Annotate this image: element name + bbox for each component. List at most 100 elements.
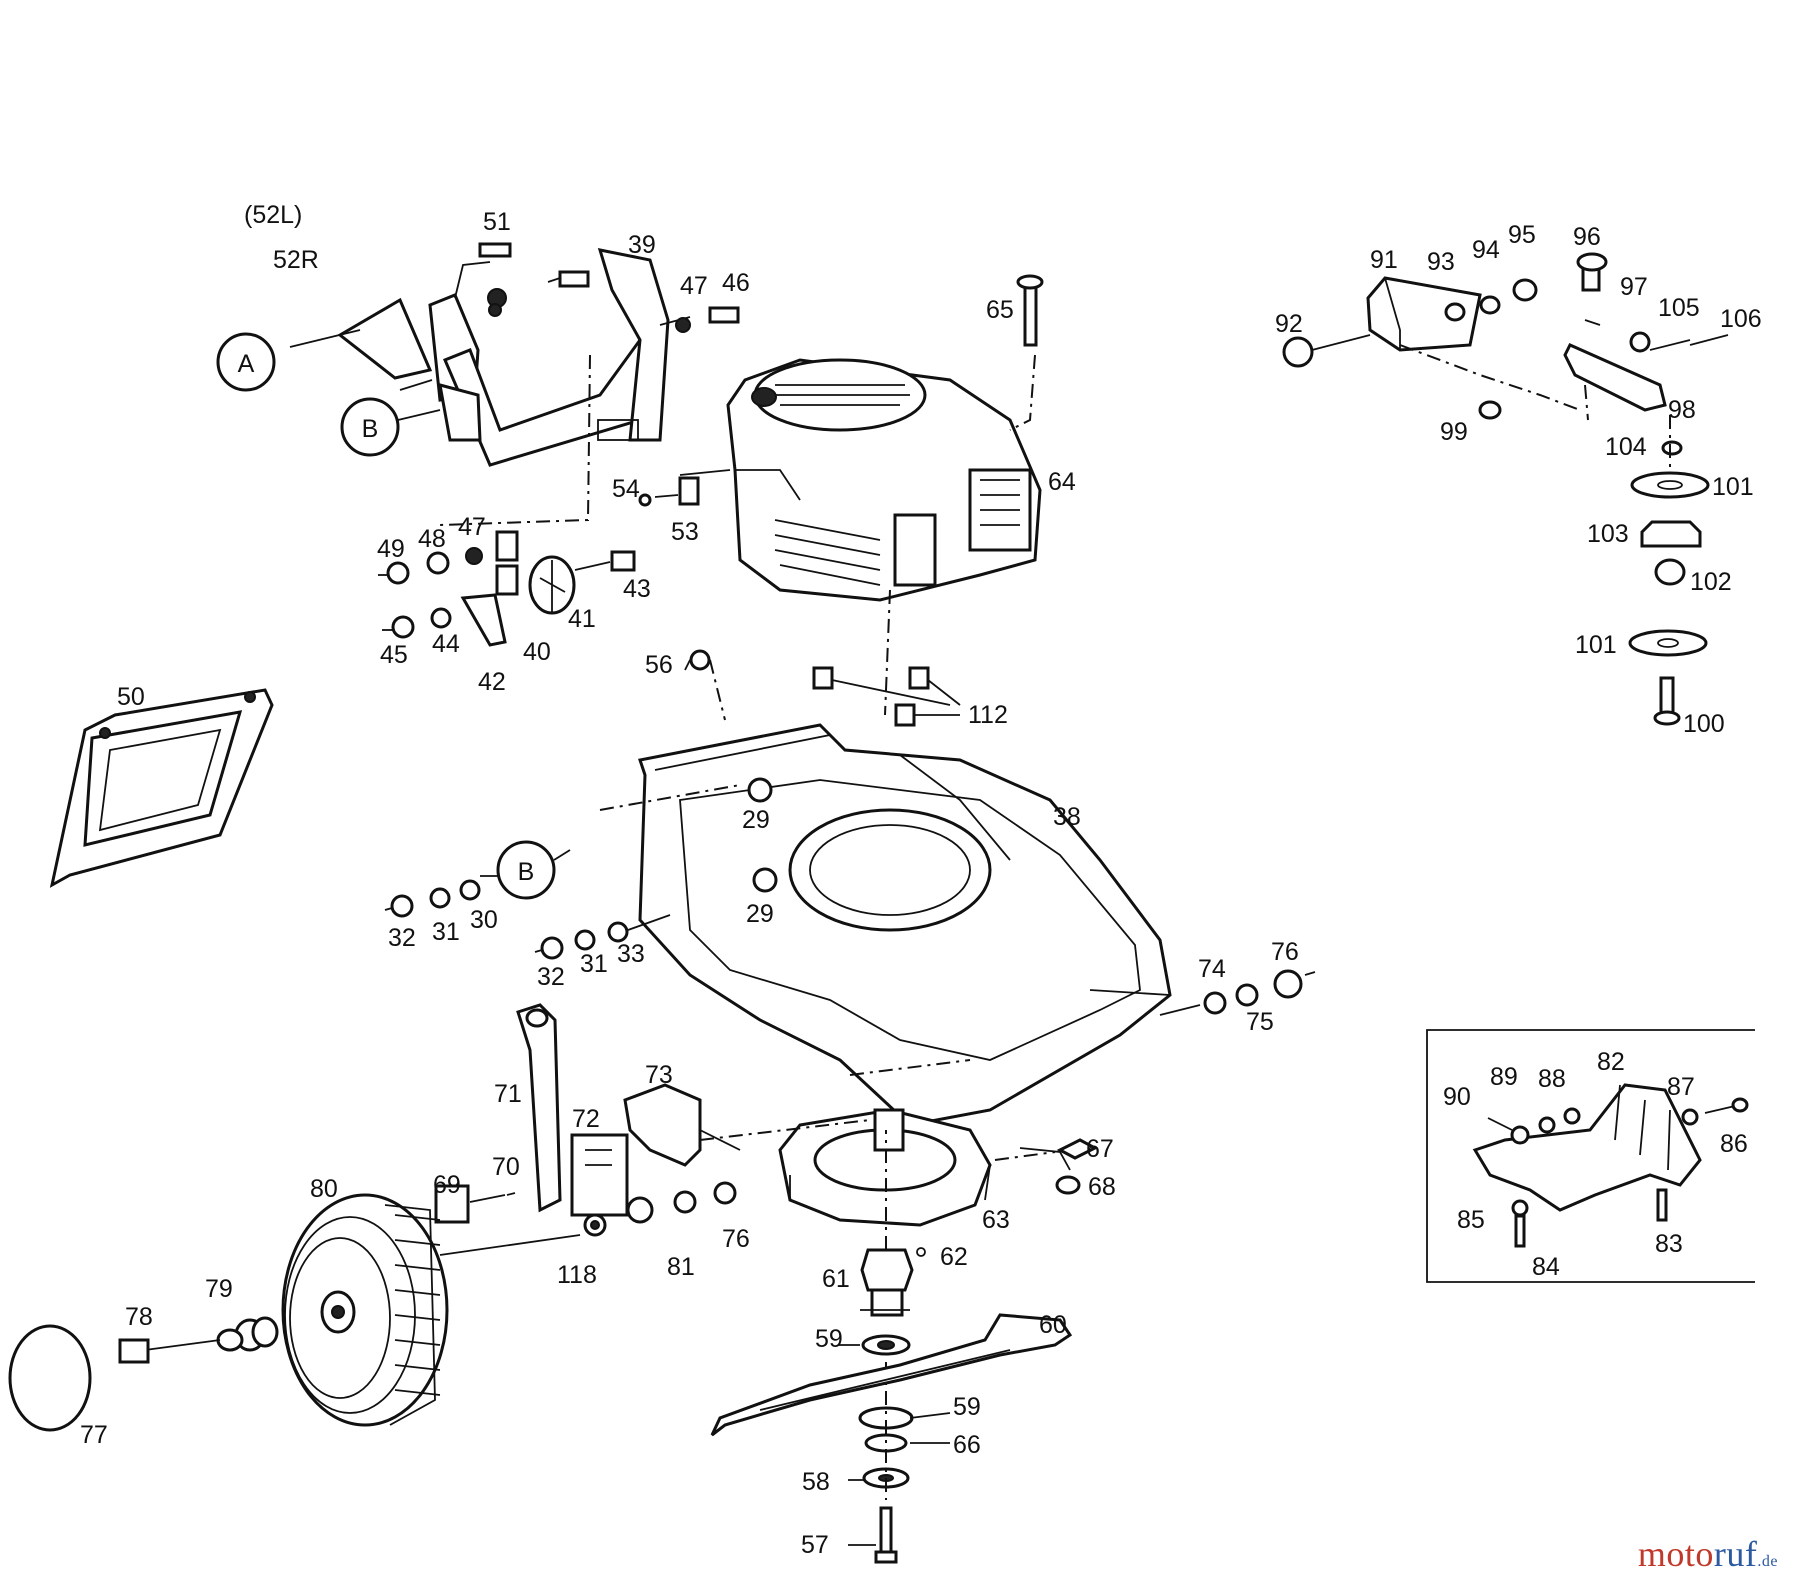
- part-label: 87: [1667, 1073, 1695, 1101]
- part-label: 66: [953, 1431, 981, 1459]
- part-label: 71: [494, 1080, 522, 1108]
- part-label: 83: [1655, 1230, 1683, 1258]
- part-label: 98: [1668, 396, 1696, 424]
- part-label: 88: [1538, 1065, 1566, 1093]
- part-label: 97: [1620, 273, 1648, 301]
- part-label: 94: [1472, 236, 1500, 264]
- blade-housing: [778, 1108, 1099, 1257]
- deck-hardware-left: [384, 879, 671, 960]
- part-label: 59: [815, 1325, 843, 1353]
- part-label: 101: [1712, 473, 1754, 501]
- callout-b-label: B: [518, 858, 535, 886]
- callout-b-label: B: [362, 415, 379, 443]
- part-label: 54: [612, 475, 640, 503]
- part-label: 56: [645, 651, 673, 679]
- part-label: 62: [940, 1243, 968, 1271]
- part-label: 42: [478, 668, 506, 696]
- deck-hardware-right: [1159, 969, 1316, 1016]
- part-label: 39: [628, 231, 656, 259]
- watermark-brand: moto: [1637, 1534, 1714, 1574]
- part-label: 43: [623, 575, 651, 603]
- part-label: 47: [458, 513, 486, 541]
- wheel-axle-parts: [8, 1316, 279, 1432]
- part-label: 89: [1490, 1063, 1518, 1091]
- wheel-height-adjuster: [434, 1003, 871, 1256]
- part-label: 31: [580, 950, 608, 978]
- part-label: 63: [982, 1206, 1010, 1234]
- bracket-hardware: [378, 530, 636, 647]
- mower-deck: [599, 649, 1172, 1127]
- part-label: 70: [492, 1153, 520, 1181]
- watermark-brand-accent: ruf: [1713, 1534, 1758, 1574]
- part-label: 30: [470, 906, 498, 934]
- part-label: 59: [953, 1393, 981, 1421]
- part-label: 52R: [273, 246, 319, 274]
- part-label: 102: [1690, 568, 1732, 596]
- part-label: 90: [1443, 1083, 1471, 1111]
- part-label: 69: [433, 1171, 461, 1199]
- blade: [710, 1313, 1073, 1437]
- part-label: 60: [1039, 1311, 1067, 1339]
- inset-box: [1426, 1029, 1755, 1283]
- part-label: 49: [377, 535, 405, 563]
- part-label: 86: [1720, 1130, 1748, 1158]
- part-label: 93: [1427, 248, 1455, 276]
- bushings-112: [812, 666, 961, 727]
- part-label: 40: [523, 638, 551, 666]
- grass-catcher: [49, 688, 274, 888]
- part-label: 64: [1048, 468, 1076, 496]
- part-label: 45: [380, 641, 408, 669]
- part-label: 65: [986, 296, 1014, 324]
- part-label: 76: [1271, 938, 1299, 966]
- part-label: 33: [617, 940, 645, 968]
- part-label: 77: [80, 1421, 108, 1449]
- watermark-logo: motoruf.de: [1638, 1533, 1778, 1575]
- height-adjuster-right: [1282, 252, 1729, 726]
- part-label: 32: [537, 963, 565, 991]
- part-label: 50: [117, 683, 145, 711]
- part-label: 48: [418, 525, 446, 553]
- part-label: 31: [432, 918, 460, 946]
- part-label: 46: [722, 269, 750, 297]
- part-label: 104: [1605, 433, 1647, 461]
- part-label: 61: [822, 1265, 850, 1293]
- part-label: 95: [1508, 221, 1536, 249]
- rear-wheel: [281, 1193, 449, 1427]
- part-label: 100: [1683, 710, 1725, 738]
- callout-a-label: A: [238, 350, 255, 378]
- part-label: 79: [205, 1275, 233, 1303]
- part-label: 67: [1086, 1135, 1114, 1163]
- variant-label: (52L): [244, 201, 302, 229]
- part-label: 32: [388, 924, 416, 952]
- part-label: 85: [1457, 1206, 1485, 1234]
- part-label: 73: [645, 1061, 673, 1089]
- part-label: 74: [1198, 955, 1226, 983]
- callout-a: A: [216, 332, 276, 392]
- part-label: 57: [801, 1531, 829, 1559]
- part-label: 44: [432, 630, 460, 658]
- part-label: 106: [1720, 305, 1762, 333]
- handle-bracket-assembly: [289, 242, 740, 526]
- part-label: 105: [1658, 294, 1700, 322]
- part-label: 91: [1370, 246, 1398, 274]
- part-label: 82: [1597, 1048, 1625, 1076]
- part-label: 84: [1532, 1253, 1560, 1281]
- callout-b-top: B: [340, 397, 441, 457]
- part-label: 78: [125, 1303, 153, 1331]
- part-label: 75: [1246, 1008, 1274, 1036]
- part-label: 58: [802, 1468, 830, 1496]
- part-label: 29: [742, 806, 770, 834]
- part-label: 103: [1587, 520, 1629, 548]
- part-label: 112: [968, 701, 1008, 729]
- part-label: 99: [1440, 418, 1468, 446]
- callout-b-deck: B: [480, 840, 571, 900]
- part-label: 92: [1275, 310, 1303, 338]
- part-label: 68: [1088, 1173, 1116, 1201]
- part-label: 101: [1575, 631, 1617, 659]
- part-label: 53: [671, 518, 699, 546]
- part-label: 76: [722, 1225, 750, 1253]
- part-label: 72: [572, 1105, 600, 1133]
- part-label: 96: [1573, 223, 1601, 251]
- blade-spindle-stack: [838, 1130, 951, 1564]
